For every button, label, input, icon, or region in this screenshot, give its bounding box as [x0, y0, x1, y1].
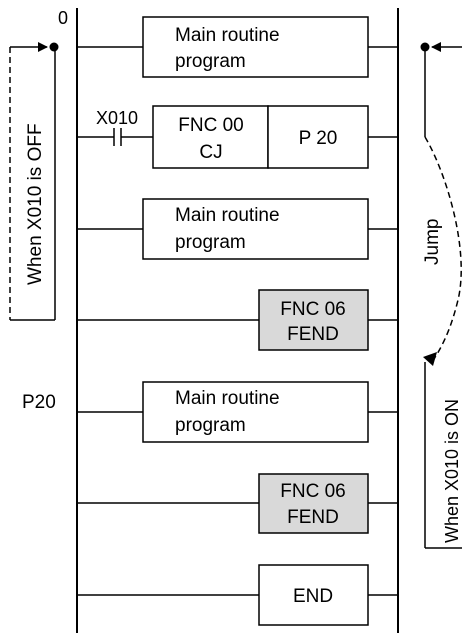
main-routine-box-3	[142, 381, 369, 443]
main-routine-3-line1: Main routine	[175, 388, 280, 409]
main-routine-1-line1: Main routine	[175, 25, 280, 46]
main-routine-1-line2: program	[175, 51, 246, 72]
on-path-annotation: Jump When X010 is ON	[420, 42, 462, 549]
cj-mnemonic: CJ	[199, 142, 222, 163]
rung-end: END	[77, 564, 398, 626]
main-routine-2-line2: program	[175, 232, 246, 253]
off-path-label: When X010 is OFF	[25, 123, 46, 285]
rung-main-routine-2: Main routine program	[77, 198, 398, 260]
fend-1-fnc-number: FNC 06	[280, 299, 345, 320]
pointer-label-p20: P20	[22, 392, 56, 413]
cj-instruction-box	[152, 105, 269, 169]
step-number: 0	[58, 8, 68, 28]
contact-label-x010: X010	[96, 108, 138, 128]
cj-fnc-number: FNC 00	[178, 115, 243, 136]
rung-main-routine-1: Main routine program	[77, 16, 398, 78]
rung-fend-1: FNC 06 FEND	[77, 289, 398, 351]
end-label: END	[293, 586, 333, 607]
main-routine-3-line2: program	[175, 415, 246, 436]
fend-1-mnemonic: FEND	[287, 324, 339, 345]
main-routine-box-2	[142, 198, 369, 260]
jump-label: Jump	[422, 219, 443, 265]
off-path-annotation: When X010 is OFF	[9, 42, 59, 321]
main-routine-2-line1: Main routine	[175, 205, 280, 226]
rung-main-routine-3: Main routine program	[77, 381, 398, 443]
rung-fend-2: FNC 06 FEND	[77, 473, 398, 534]
jump-arrow	[424, 136, 462, 363]
main-routine-box-1	[142, 16, 369, 78]
fend-2-fnc-number: FNC 06	[280, 481, 345, 502]
fend-2-mnemonic: FEND	[287, 507, 339, 528]
off-path-start-dot	[49, 42, 59, 52]
on-path-label: When X010 is ON	[442, 399, 462, 543]
cj-pointer-operand: P 20	[299, 128, 338, 149]
end-box	[258, 564, 369, 626]
rung-conditional-jump: FNC 00 CJ P 20	[77, 105, 398, 169]
